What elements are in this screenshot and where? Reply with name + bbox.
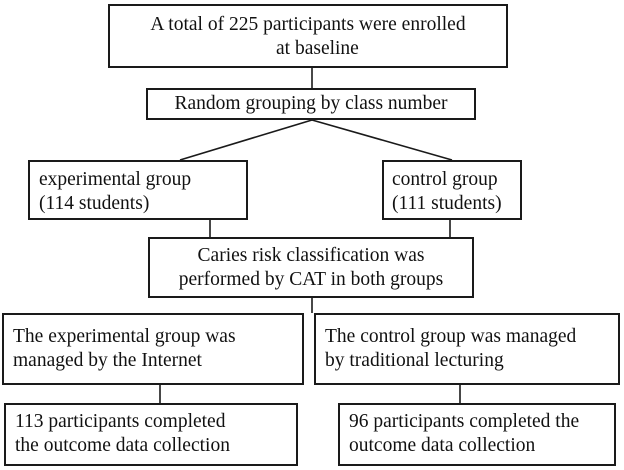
experimental-completed-line-1: 113 participants completed: [15, 411, 226, 432]
classification-box: Caries risk classification was performed…: [148, 237, 474, 298]
control-management-line-2: by traditional lecturing: [325, 350, 504, 371]
experimental-completed-box: 113 participants completed the outcome d…: [4, 403, 298, 466]
experimental-completed-line-2: the outcome data collection: [15, 435, 230, 456]
control-management-box: The control group was managed by traditi…: [314, 313, 620, 385]
experimental-group-line-1: experimental group: [39, 169, 192, 190]
experimental-group-line-2: (114 students): [39, 193, 150, 214]
experimental-management-box: The experimental group was managed by th…: [2, 313, 304, 385]
experimental-group-box: experimental group (114 students): [28, 160, 248, 220]
experimental-management-line-2: managed by the Internet: [13, 350, 202, 371]
grouping-box: Random grouping by class number: [146, 88, 476, 120]
grouping-label: Random grouping by class number: [174, 93, 448, 114]
classification-line-1: Caries risk classification was: [197, 245, 425, 266]
enrolled-box: A total of 225 participants were enrolle…: [108, 4, 508, 68]
connector-grouping-to-experimental: [179, 119, 313, 161]
control-completed-line-2: outcome data collection: [349, 435, 536, 456]
enrolled-line-2: at baseline: [276, 38, 359, 59]
experimental-management-line-1: The experimental group was: [13, 326, 236, 347]
connector-grouping-to-control: [311, 119, 453, 161]
control-group-line-2: (111 students): [392, 193, 502, 214]
control-group-box: control group (111 students): [382, 160, 522, 220]
control-management-line-1: The control group was managed: [325, 326, 577, 347]
enrolled-line-1: A total of 225 participants were enrolle…: [150, 14, 466, 35]
classification-line-2: performed by CAT in both groups: [178, 269, 444, 290]
control-group-line-1: control group: [392, 169, 498, 190]
control-completed-box: 96 participants completed the outcome da…: [338, 403, 616, 466]
control-completed-line-1: 96 participants completed the: [349, 411, 580, 432]
